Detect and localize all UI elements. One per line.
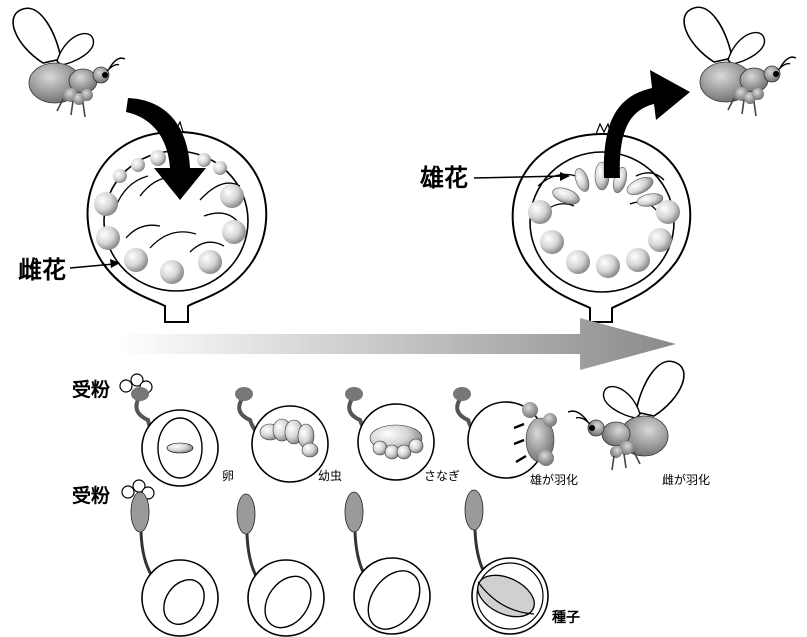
wasp-icon <box>684 7 796 116</box>
ovule-pupa <box>345 387 434 480</box>
seed-icon <box>465 490 548 634</box>
ovule-male-emerging <box>453 387 557 478</box>
female-flower-label: 雌花 <box>18 256 66 284</box>
wasp-icon <box>13 8 125 117</box>
male-fig-syconium <box>513 124 691 322</box>
pollination-label-top: 受粉 <box>72 378 110 401</box>
ovule-developing-3 <box>345 492 430 637</box>
ovule-egg <box>131 387 218 486</box>
female-emerges-label: 雌が羽化 <box>662 472 710 487</box>
ovule-larva <box>235 387 328 482</box>
male-emerges-label: 雄が羽化 <box>530 472 578 487</box>
pollination-label-bottom: 受粉 <box>72 484 110 507</box>
egg-label: 卵 <box>222 469 234 483</box>
larva-label: 幼虫 <box>318 469 342 483</box>
ovule-developing-2 <box>237 494 324 636</box>
ovule-developing-1 <box>131 492 218 636</box>
male-flower-label: 雄花 <box>419 164 468 192</box>
pupa-label: さなぎ <box>424 469 460 483</box>
time-progress-arrow <box>118 318 676 370</box>
female-wasp-icon <box>568 361 684 470</box>
seed-label: 種子 <box>552 609 580 626</box>
